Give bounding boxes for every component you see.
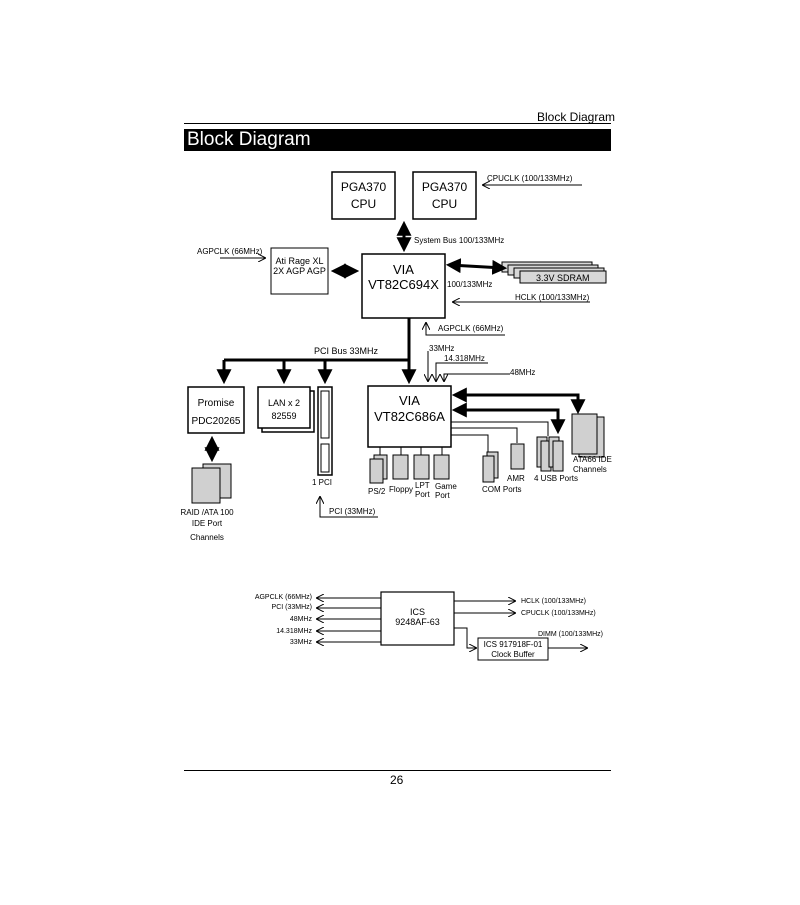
clk14-label: 14.318MHz xyxy=(444,354,485,363)
svg-text:9248AF-63: 9248AF-63 xyxy=(395,617,440,627)
cpu-1-block: PGA370 CPU xyxy=(331,171,396,220)
svg-text:82559: 82559 xyxy=(271,411,296,421)
svg-text:ICS 917918F-01: ICS 917918F-01 xyxy=(484,640,543,649)
lpt-connector xyxy=(413,454,430,480)
agpclk-left-label: AGPCLK (66MHz) xyxy=(197,247,263,256)
clk14-line xyxy=(436,362,488,382)
northbridge-block: VIA VT82C694X xyxy=(361,253,446,319)
memory-bus-arrow xyxy=(445,258,508,275)
svg-text:PGA370: PGA370 xyxy=(422,180,468,194)
game-label-1: Game xyxy=(435,482,457,491)
usb-label: 4 USB Ports xyxy=(534,474,578,483)
svg-text:2X AGP AGP: 2X AGP AGP xyxy=(273,266,326,276)
sb-to-com-line xyxy=(451,434,489,452)
amr-label: AMR xyxy=(507,474,525,483)
floppy-label: Floppy xyxy=(389,485,413,494)
svg-text:LAN x 2: LAN x 2 xyxy=(268,398,300,408)
ics-out-48-label: 48MHz xyxy=(290,616,313,623)
com-connectors xyxy=(482,451,499,483)
clk48-line xyxy=(444,373,510,382)
com-label: COM Ports xyxy=(482,485,522,494)
agpclk-nb-line xyxy=(426,322,505,336)
raid-ide-connectors xyxy=(191,463,232,504)
svg-text:VIA: VIA xyxy=(393,262,414,277)
ati-rage-block: Ati Rage XL 2X AGP AGP xyxy=(270,247,329,295)
memory-freq-label: 100/133MHz xyxy=(447,280,492,289)
raid-label-3: Channels xyxy=(190,533,224,542)
lpt-label-1: LPT xyxy=(415,481,430,490)
svg-text:VT82C694X: VT82C694X xyxy=(368,277,439,292)
ics-out-hclk-label: HCLK (100/133MHz) xyxy=(521,598,586,605)
svg-text:PGA370: PGA370 xyxy=(341,180,387,194)
pci-bus-label: PCI Bus 33MHz xyxy=(314,346,379,356)
ps2-label: PS/2 xyxy=(368,487,386,496)
dimm-label: DIMM (100/133MHz) xyxy=(538,631,603,638)
ics-clock-block: ICS 9248AF-63 xyxy=(380,591,455,646)
sb-to-usb-line xyxy=(451,421,549,436)
section-title: Block Diagram xyxy=(184,129,611,151)
ics-to-buffer xyxy=(454,627,477,648)
running-header: Block Diagram xyxy=(537,110,616,124)
svg-text:PDC20265: PDC20265 xyxy=(192,416,241,427)
game-connector xyxy=(433,454,450,480)
ata66-bus-arrow xyxy=(451,387,586,415)
game-label-2: Port xyxy=(435,491,450,500)
lpt-label-2: Port xyxy=(415,490,430,499)
svg-text:VT82C686A: VT82C686A xyxy=(374,409,445,424)
raid-label-1: RAID /ATA 100 xyxy=(180,508,234,517)
lan-block: LAN x 2 82559 xyxy=(257,386,315,433)
svg-text:Clock Buffer: Clock Buffer xyxy=(491,650,535,659)
pci-clk-label: PCI (33MHz) xyxy=(329,507,376,516)
promise-block: Promise PDC20265 xyxy=(187,386,245,434)
clk33-label: 33MHz xyxy=(429,344,454,353)
sdram-modules: 3.3V SDRAM xyxy=(501,261,607,284)
clock-buffer-block: ICS 917918F-01 Clock Buffer xyxy=(477,637,549,661)
cpu-2-block: PGA370 CPU xyxy=(412,171,477,220)
header-rule xyxy=(184,123,611,124)
usb-connectors xyxy=(536,436,564,472)
pci-clk-line xyxy=(320,496,378,518)
amr-connector xyxy=(510,443,525,470)
ata66-connectors xyxy=(571,413,605,458)
svg-text:ICS: ICS xyxy=(410,607,425,617)
pci-slot-label: 1 PCI xyxy=(312,478,332,487)
ata66-label-1: ATA66 IDE xyxy=(573,455,612,464)
svg-text:CPU: CPU xyxy=(432,197,457,211)
raid-label-2: IDE Port xyxy=(192,519,223,528)
pci-slot xyxy=(317,386,333,476)
sdram-label: 3.3V SDRAM xyxy=(536,273,590,283)
floppy-connector xyxy=(392,454,409,480)
ics-out-cpuclk-label: CPUCLK (100/133MHz) xyxy=(521,610,596,617)
footer-rule xyxy=(184,770,611,771)
ata66-bus-arrow-2 xyxy=(451,402,566,435)
page-number: 26 xyxy=(390,773,404,787)
southbridge-block: VIA VT82C686A xyxy=(367,385,452,448)
cpuclk-label: CPUCLK (100/133MHz) xyxy=(487,174,573,183)
ics-out-33-label: 33MHz xyxy=(290,639,313,646)
ics-out-14-label: 14.318MHz xyxy=(276,628,312,635)
agpclk-nb-label: AGPCLK (66MHz) xyxy=(438,324,504,333)
svg-text:Promise: Promise xyxy=(198,398,235,409)
sb-to-amr-line xyxy=(451,427,518,443)
svg-text:CPU: CPU xyxy=(351,197,376,211)
svg-text:VIA: VIA xyxy=(399,393,420,408)
hclk-label: HCLK (100/133MHz) xyxy=(515,293,590,302)
ics-out-agpclk-label: AGPCLK (66MHz) xyxy=(255,594,312,601)
ata66-label-2: Channels xyxy=(573,465,607,474)
ics-out-pci-label: PCI (33MHz) xyxy=(272,604,312,611)
clk48-label: 48MHz xyxy=(510,368,535,377)
ps2-connectors xyxy=(369,454,388,484)
svg-text:Ati Rage XL: Ati Rage XL xyxy=(275,256,323,266)
system-bus-label: System Bus 100/133MHz xyxy=(414,236,504,245)
